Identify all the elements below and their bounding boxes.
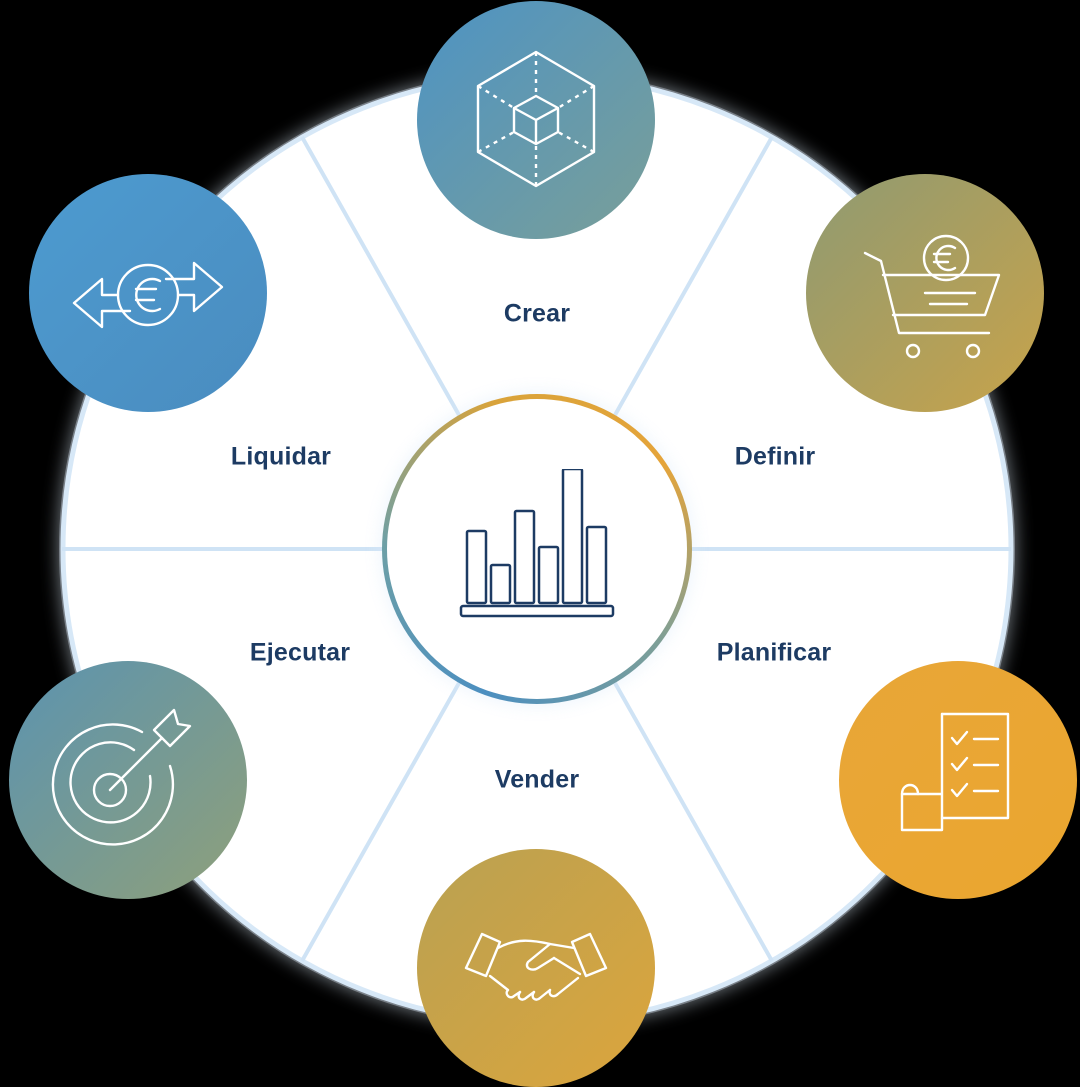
segment-label-definir: Definir [734,442,816,471]
segment-label-vender: Vender [494,765,580,794]
checklist-icon [900,712,1010,832]
shopping-cart-euro-icon [863,234,1001,359]
node-liquidar[interactable] [29,174,267,412]
segment-label-crear: Crear [503,299,571,328]
euro-exchange-icon [72,261,224,329]
node-planificar[interactable] [839,661,1077,899]
handshake-icon [464,932,608,1001]
node-definir[interactable] [806,174,1044,412]
node-crear[interactable] [417,1,655,239]
segment-dividers [62,136,1011,962]
center-hub [382,394,692,704]
target-icon [51,708,192,846]
node-ejecutar[interactable] [9,661,247,899]
cube-icon [476,50,596,188]
center-hub-inner [387,399,687,699]
segment-label-liquidar: Liquidar [230,442,332,471]
segment-label-planificar: Planificar [716,638,832,667]
bar-chart-icon [459,469,615,618]
node-vender[interactable] [417,849,655,1087]
segment-label-ejecutar: Ejecutar [249,638,351,667]
